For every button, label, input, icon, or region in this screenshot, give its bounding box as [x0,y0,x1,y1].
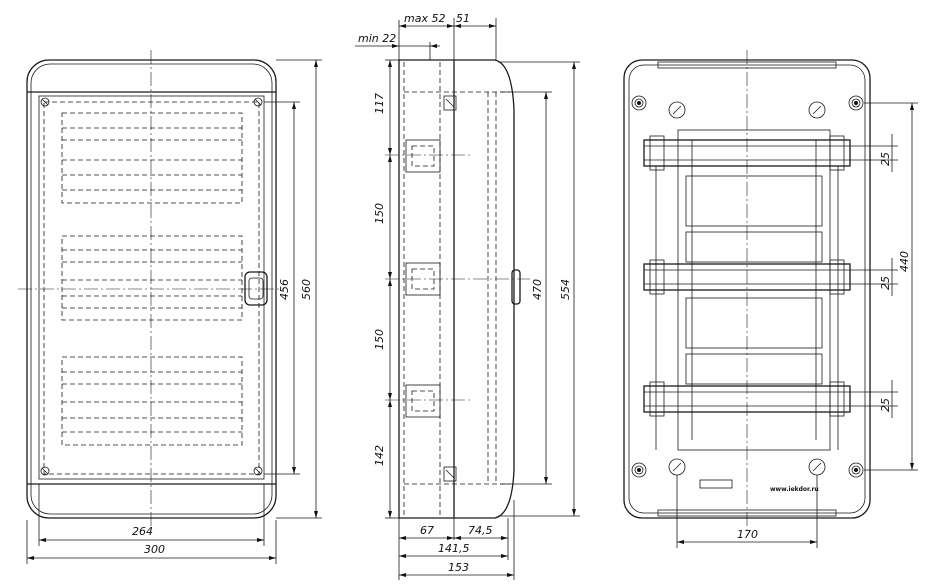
back-knockout-tl [668,101,686,119]
back-plate-cutout-4 [685,353,823,385]
side-view: 117 150 150 142 470 554 [355,12,580,580]
front-module-row-2 [61,235,243,321]
dim-label: 440 [898,251,911,272]
side-hinge-top [443,95,457,111]
back-dim-25-a: 25 [850,134,898,172]
front-module-row-3 [61,356,243,446]
front-dim-560: 560 [276,59,322,519]
back-dim-440: 440 [864,102,918,471]
front-module-row-1 [61,112,243,204]
dim-label: min 22 [358,32,396,45]
dim-label: 300 [144,543,165,556]
side-din-rail-1 [405,139,441,173]
side-hinge-bottom [443,466,457,482]
back-view: www.iekdor.ru 25 25 25 440 [623,50,918,548]
back-plate-cutout-2 [685,231,823,263]
dim-label: 141,5 [438,542,470,555]
dim-label: 264 [132,525,153,538]
dim-label: 25 [879,276,892,290]
dim-label: 25 [879,152,892,166]
front-view: 264 300 456 560 [18,50,322,564]
back-plate-cutout-3 [685,297,823,349]
front-screw-tl [40,97,50,107]
back-knockout-tr [808,101,826,119]
dim-label: 117 [373,93,386,114]
front-dim-264: 264 [38,484,265,546]
front-screw-br [253,466,263,476]
back-symbol-label [699,479,733,489]
dim-label: 170 [737,528,758,541]
back-dim-25-c: 25 [850,380,898,418]
dim-label: 470 [531,279,544,300]
front-dim-300: 300 [26,520,277,564]
side-latch [511,269,521,305]
front-screw-bl [40,466,50,476]
side-dim-top: max 52 51 min 22 [355,12,497,60]
back-hole-br [848,462,864,478]
side-dim-554: 554 [498,61,580,517]
dim-label: 67 [420,524,434,537]
back-dim-25-b: 25 [850,258,898,296]
dim-label: 456 [278,279,291,300]
front-door-frame [38,95,265,480]
front-dim-456: 456 [264,101,300,475]
dim-label: 150 [373,203,386,224]
side-din-rail-3 [405,384,441,418]
dim-label: 25 [879,398,892,412]
dim-label: 153 [448,561,469,574]
back-plate-cutout-1 [685,175,823,227]
back-hole-tr [848,95,864,111]
back-website-text: www.iekdor.ru [770,486,819,493]
dim-label: 142 [373,445,386,466]
dim-label: 51 [456,12,470,25]
side-dim-470: 470 [500,91,552,485]
side-dim-left-chain: 117 150 150 142 [373,59,399,519]
dim-label: 150 [373,329,386,350]
back-knockout-bl [668,458,686,476]
dim-label: max 52 [404,12,445,25]
dim-label: 560 [300,279,313,300]
dim-label: 74,5 [468,524,493,537]
front-door-window [43,101,260,475]
back-hole-bl [631,462,647,478]
side-dim-bottom: 67 74,5 141,5 153 [398,500,515,580]
front-door-latch [244,271,268,306]
back-hole-tl [631,95,647,111]
dim-label: 554 [559,279,572,300]
back-knockout-br [808,458,826,476]
front-screw-tr [253,97,263,107]
back-dim-170: 170 [676,475,818,548]
